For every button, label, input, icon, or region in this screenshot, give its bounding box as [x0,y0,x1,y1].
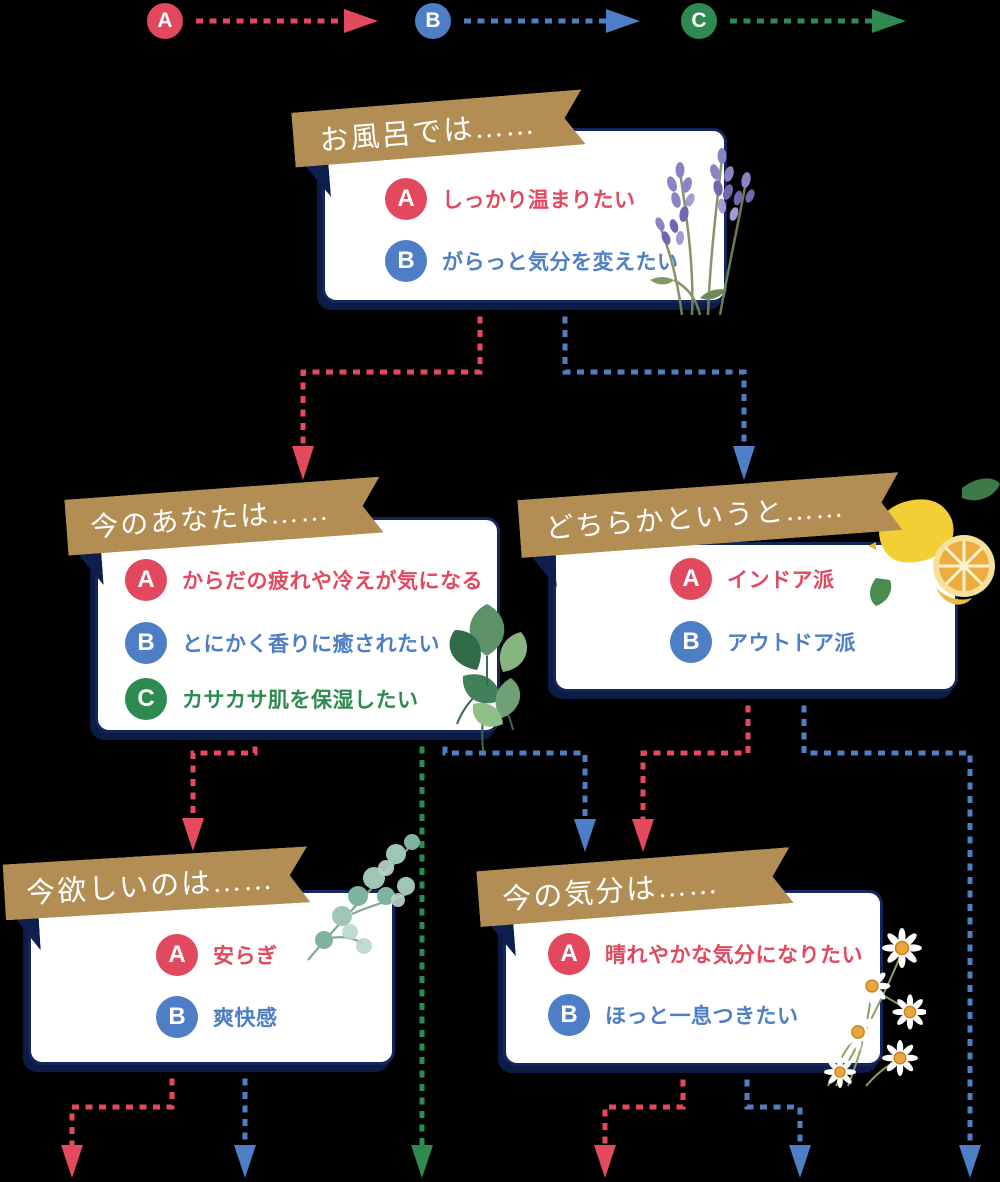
option-b-badge: B [156,996,198,1038]
arrow-q2a [182,818,204,851]
legend-arrow-b [606,9,640,33]
option-row-b: B ほっと一息つきたい [548,994,799,1036]
legend-arrow-a [344,9,378,33]
option-row-a: A インドア派 [670,558,835,600]
option-row-b: B がらっと気分を変えたい [385,240,679,282]
option-a-label: からだの疲れや冷えが気になる [182,570,483,593]
option-a-badge: A [670,558,712,600]
option-row-b: B 爽快感 [156,996,278,1038]
arrow-q5a [594,1145,616,1178]
arrow-q3a [632,819,654,852]
option-a-badge: A [385,178,427,220]
legend-arrow-c [872,9,906,33]
option-b-badge: B [125,622,167,664]
option-a-badge: A [548,933,590,975]
arrow-q2b [574,819,596,852]
option-b-label: がらっと気分を変えたい [442,251,679,274]
option-a-label: 晴れやかな気分になりたい [605,944,863,967]
option-b-badge: B [385,240,427,282]
option-row-c: C カサカサ肌を保湿したい [125,678,419,720]
arrow-q3b [959,1145,981,1178]
option-c-label: カサカサ肌を保湿したい [182,689,419,712]
option-a-badge: A [125,559,167,601]
option-a-label: しっかり温まりたい [442,189,636,212]
option-b-label: ほっと一息つきたい [605,1005,799,1028]
arrow-q2c [411,1145,433,1178]
legend-badge-c: C [681,3,717,39]
question-box-what-you-want: A 安らぎ B 爽快感 [28,890,395,1065]
arrow-q4b [234,1145,256,1178]
option-b-label: 爽快感 [213,1007,278,1030]
option-row-a: A 晴れやかな気分になりたい [548,933,863,975]
arrow-q1b [733,446,755,480]
option-row-a: A 安らぎ [156,934,278,976]
question-box-current-you: A からだの疲れや冷えが気になる B とにかく香りに癒されたい C カサカサ肌を… [95,517,500,733]
option-row-b: B とにかく香りに癒されたい [125,622,440,664]
legend-badge-a: A [147,3,183,39]
option-row-a: A しっかり温まりたい [385,178,636,220]
option-a-label: インドア派 [727,569,835,592]
option-a-label: 安らぎ [213,945,278,968]
option-b-label: とにかく香りに癒されたい [182,633,440,656]
option-c-badge: C [125,678,167,720]
question-box-which-type: A インドア派 B アウトドア派 [553,542,958,692]
option-row-a: A からだの疲れや冷えが気になる [125,559,483,601]
option-row-b: B アウトドア派 [670,621,856,663]
arrow-q1a [292,446,314,480]
option-b-badge: B [670,621,712,663]
option-a-badge: A [156,934,198,976]
arrow-q4a [61,1145,83,1178]
option-b-badge: B [548,994,590,1036]
legend-badge-b: B [415,3,451,39]
option-b-label: アウトドア派 [727,632,856,655]
arrow-q5b [789,1145,811,1178]
